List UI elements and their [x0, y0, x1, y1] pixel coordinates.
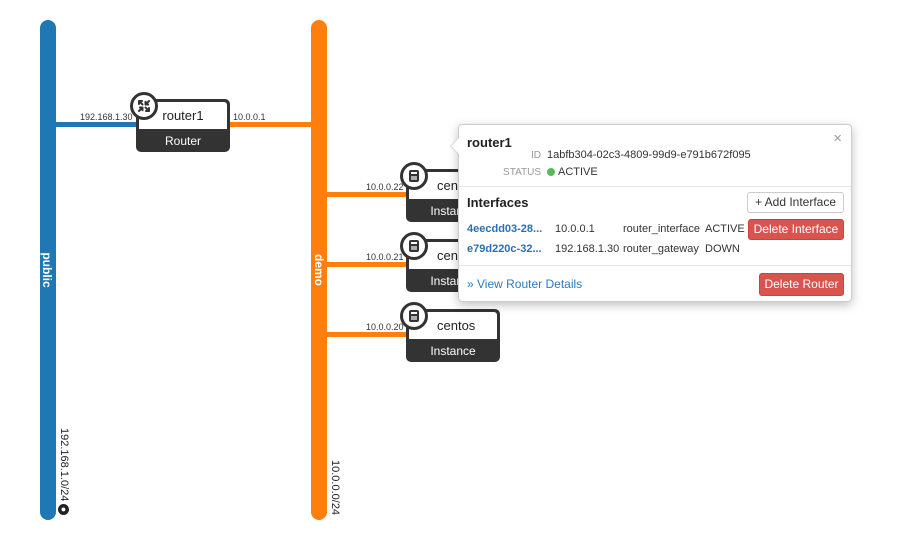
link-instance-3 [326, 332, 408, 337]
interface-2-status: DOWN [705, 243, 740, 255]
delete-router-button[interactable]: Delete Router [759, 273, 844, 296]
network-demo-cidr: 10.0.0.0/24 [329, 460, 341, 516]
id-label: ID [531, 150, 541, 161]
link-instance-1 [326, 192, 408, 197]
divider [459, 186, 851, 187]
link-router-demo [228, 122, 312, 127]
interface-2-type: router_gateway [623, 243, 699, 255]
network-demo[interactable] [311, 20, 327, 520]
id-value: 1abfb304-02c3-4809-99d9-e791b672f095 [547, 149, 751, 161]
server-icon [400, 232, 428, 260]
interface-1-id[interactable]: 4eecdd03-28... [467, 223, 543, 235]
router-type: Router [164, 134, 202, 148]
status-label: STATUS [503, 167, 541, 178]
server-icon [400, 162, 428, 190]
link-instance-3-ip: 10.0.0.20 [366, 322, 404, 332]
network-public-label: public [40, 252, 54, 288]
add-interface-button[interactable]: + Add Interface [747, 192, 844, 213]
interface-1-ip: 10.0.0.1 [555, 223, 595, 235]
delete-interface-button[interactable]: Delete Interface [748, 219, 844, 240]
link-instance-1-ip: 10.0.0.22 [366, 182, 404, 192]
link-instance-2 [326, 262, 408, 267]
globe-icon: ● [58, 504, 69, 515]
view-router-details-link[interactable]: » View Router Details [467, 277, 583, 291]
network-public[interactable] [40, 20, 56, 520]
network-demo-label: demo [312, 253, 326, 286]
divider [459, 265, 851, 266]
status-value: ACTIVE [547, 166, 598, 178]
instance-3-type: Instance [430, 344, 476, 358]
popover-title: router1 [467, 135, 512, 150]
network-public-cidr: 192.168.1.0/24 [58, 428, 70, 502]
interfaces-title: Interfaces [467, 195, 529, 210]
close-icon[interactable]: × [833, 130, 842, 147]
interface-1-status: ACTIVE [705, 223, 745, 235]
router-icon [130, 92, 158, 120]
status-dot-icon [547, 168, 555, 176]
server-icon [400, 302, 428, 330]
router-node[interactable]: router1 Router [136, 99, 230, 152]
link-router-public [56, 122, 140, 127]
interface-2-ip: 192.168.1.30 [555, 243, 620, 255]
interface-2-id[interactable]: e79d220c-32... [467, 243, 542, 255]
interface-1-type: router_interface [623, 223, 701, 235]
link-router-demo-ip: 10.0.0.1 [233, 112, 266, 122]
router-details-popover: router1 × ID 1abfb304-02c3-4809-99d9-e79… [450, 124, 852, 302]
status-text: ACTIVE [558, 166, 598, 178]
link-router-public-ip: 192.168.1.30 [80, 112, 133, 122]
link-instance-2-ip: 10.0.0.21 [366, 252, 404, 262]
